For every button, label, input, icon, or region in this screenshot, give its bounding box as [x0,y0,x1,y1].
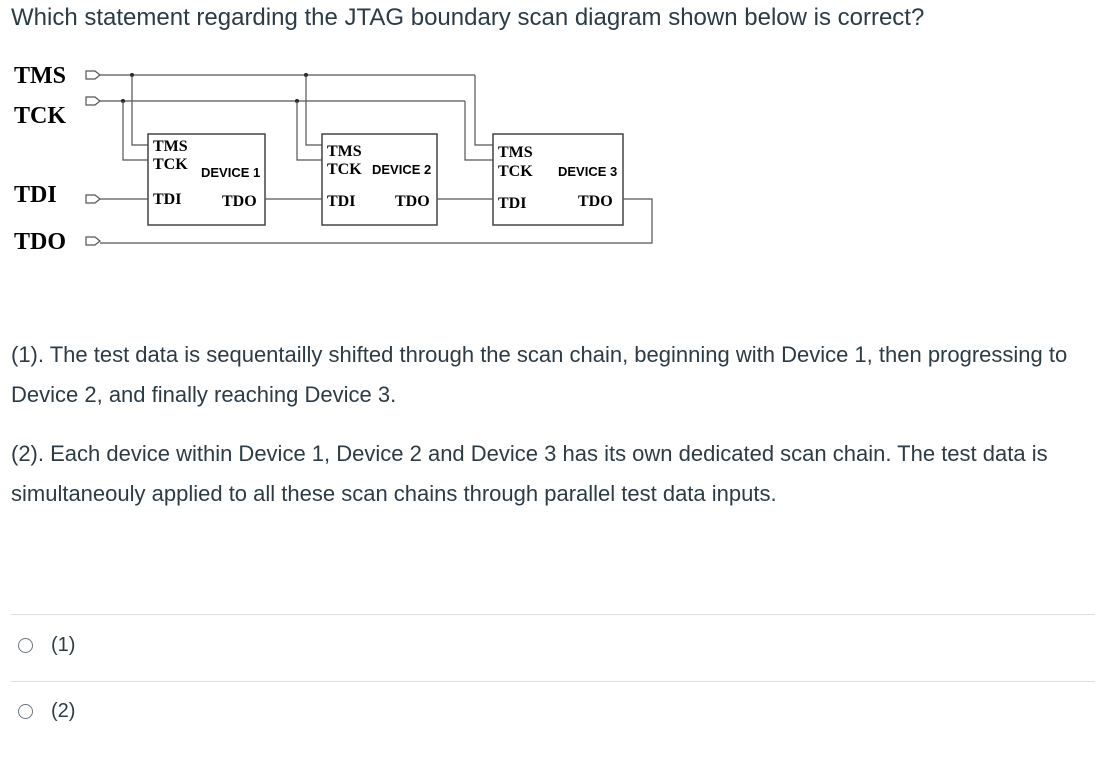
device-1-box [147,133,266,226]
tdo-connector-icon [85,236,101,246]
statement-1: (1). The test data is sequentailly shift… [11,342,1068,407]
answer-option-2[interactable]: (2) [18,698,75,724]
device-2-tms-label: TMS [327,143,362,160]
device-1-tck-label: TCK [153,156,188,173]
device-1-tms-label: TMS [153,138,188,155]
tms-connector-icon [85,70,101,80]
tck-connector-icon [85,96,101,106]
device-3-tck-label: TCK [498,163,533,180]
device-2-name: DEVICE 2 [372,162,431,177]
device-2-tck-wire [296,101,322,161]
tdo-signal-label: TDO [14,229,66,255]
device-3-tdi-label: TDI [498,195,526,212]
device-1-tck-wire [122,101,148,161]
question-title: Which statement regarding the JTAG bound… [11,4,925,31]
device-2-tck-label: TCK [327,161,362,178]
radio-button-icon[interactable] [18,637,33,653]
tdo-return-wire [100,198,653,244]
device-2-box [321,133,438,226]
device-3-name: DEVICE 3 [558,164,617,179]
answer-option-1[interactable]: (1) [18,632,75,658]
answer-divider [11,681,1095,682]
tck-signal-label: TCK [14,103,66,129]
device-3-tck-wire [464,101,493,161]
device-3-box [492,133,624,226]
radio-button-icon[interactable] [18,703,33,719]
tdi-connector-icon [85,194,101,204]
device-3-tdo-label: TDO [578,193,613,210]
device-3-tms-wire [474,75,493,146]
device-1-tdo-label: TDO [222,193,257,210]
tdi-signal-label: TDI [14,182,57,208]
answer-divider [11,614,1095,615]
device-2-tms-wire [305,75,322,146]
statement-2: (2). Each device within Device 1, Device… [11,441,1048,506]
device-1-tdi-label: TDI [153,191,181,208]
answer-option-label: (2) [51,699,76,722]
device-2-tdi-label: TDI [327,193,355,210]
device-1-name: DEVICE 1 [201,165,260,180]
answer-option-label: (1) [51,633,76,656]
device-1-tms-wire [131,75,148,146]
tms-signal-label: TMS [14,63,66,89]
device-2-tdo-label: TDO [395,193,430,210]
jtag-diagram: TMS TCK TDI TDO TMS TCK DEVICE 1 TDI TDO… [14,63,653,255]
device-3-tms-label: TMS [498,144,533,161]
